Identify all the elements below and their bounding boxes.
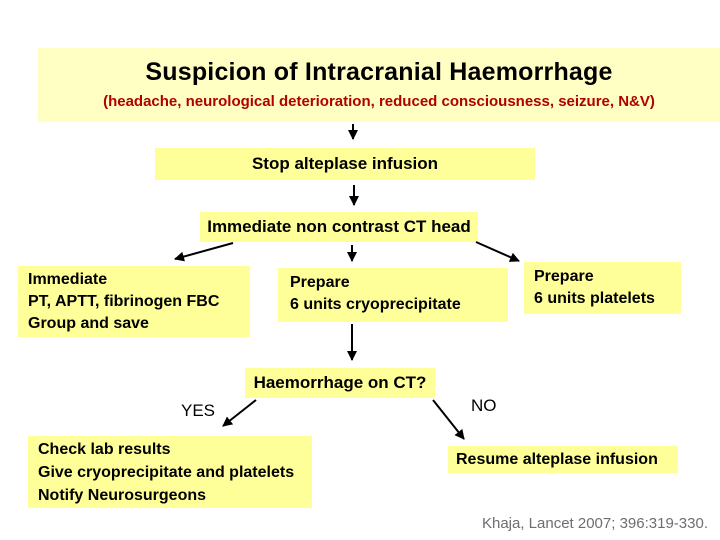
node-labs: Immediate PT, APTT, fibrinogen FBC Group… — [18, 266, 250, 337]
page-title: Suspicion of Intracranial Haemorrhage — [145, 58, 613, 86]
node-resume-infusion-label: Resume alteplase infusion — [456, 451, 658, 468]
node-stop-alteplase: Stop alteplase infusion — [155, 148, 535, 180]
page-subtitle: (headache, neurological deterioration, r… — [103, 93, 655, 110]
node-ct-head: Immediate non contrast CT head — [200, 212, 478, 242]
flow-arrow-ct-head-labs — [174, 242, 234, 262]
flow-arrow-question-resume — [432, 399, 465, 440]
flow-arrow-ct-head-platelets — [475, 241, 520, 262]
node-check-lab-line: Give cryoprecipitate and platelets — [38, 464, 295, 481]
label-yes: YES — [181, 401, 216, 420]
flow-arrow-question-check — [222, 399, 257, 427]
node-labs-line: PT, APTT, fibrinogen FBC — [28, 293, 220, 310]
node-platelets-line: Prepare — [534, 268, 594, 285]
node-platelets: Prepare 6 units platelets — [524, 262, 681, 314]
node-resume-infusion: Resume alteplase infusion — [448, 446, 678, 473]
node-labs-line: Group and save — [28, 315, 149, 332]
node-check-lab-line: Notify Neurosurgeons — [38, 487, 207, 504]
citation: Khaja, Lancet 2007; 396:319-330. — [481, 515, 708, 532]
node-haemorrhage-question: Haemorrhage on CT? — [245, 368, 435, 398]
node-check-lab: Check lab results Give cryoprecipitate a… — [28, 436, 312, 508]
node-platelets-line: 6 units platelets — [534, 290, 655, 307]
node-ct-head-label: Immediate non contrast CT head — [207, 217, 471, 236]
node-stop-alteplase-label: Stop alteplase infusion — [251, 154, 439, 173]
title-banner: Suspicion of Intracranial Haemorrhage (h… — [38, 48, 720, 122]
node-labs-line: Immediate — [28, 271, 108, 288]
node-haemorrhage-question-label: Haemorrhage on CT? — [253, 373, 427, 392]
label-no: NO — [471, 396, 497, 415]
node-cryoprecipitate-line: Prepare — [290, 274, 350, 291]
node-cryoprecipitate-line: 6 units cryoprecipitate — [290, 296, 461, 313]
node-check-lab-line: Check lab results — [38, 441, 171, 458]
node-cryoprecipitate: Prepare 6 units cryoprecipitate — [278, 268, 508, 322]
